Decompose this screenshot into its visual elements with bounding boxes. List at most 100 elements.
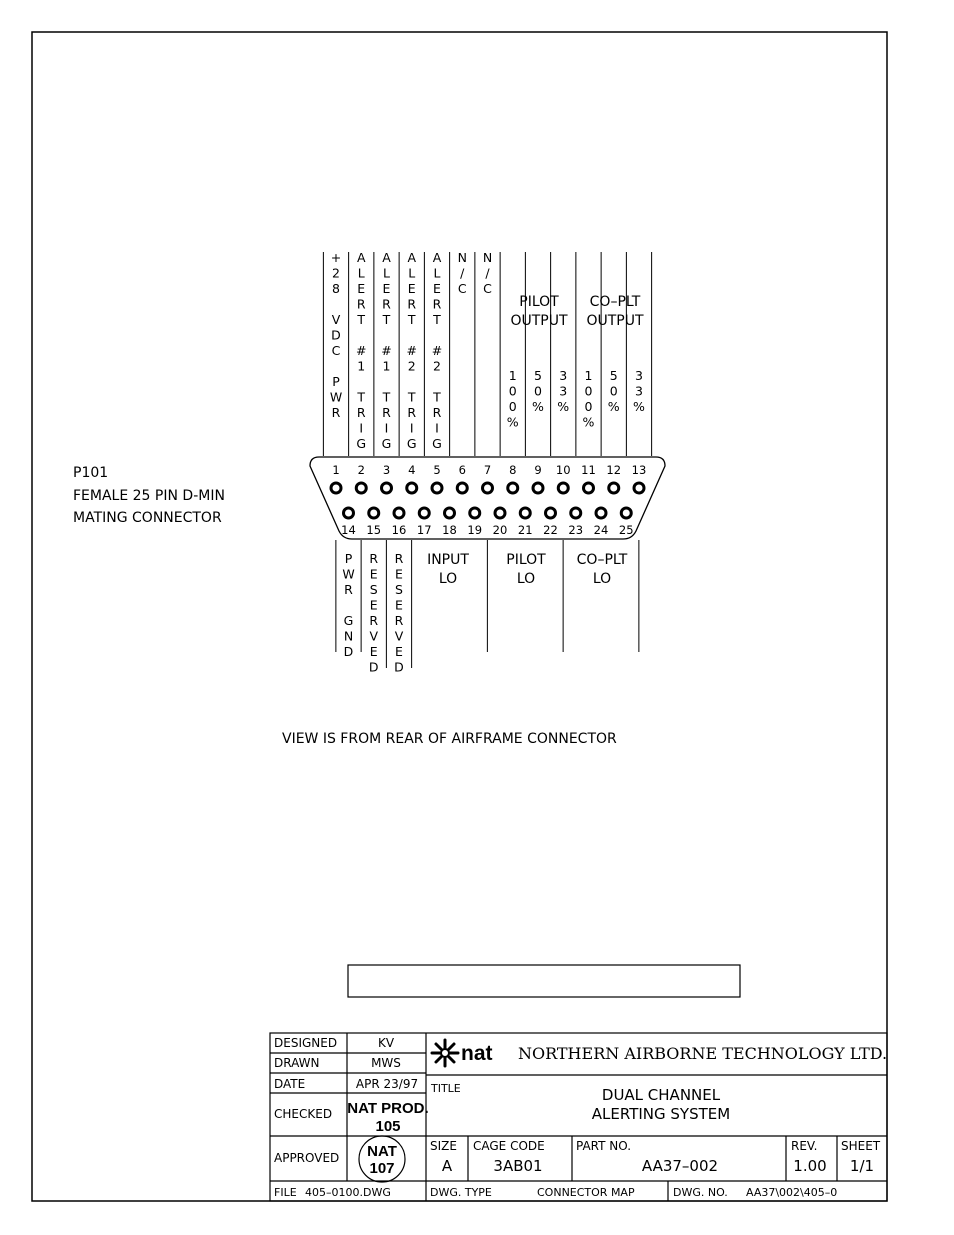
top-wires <box>322 252 653 456</box>
pin-6-signal-char: / <box>460 266 465 281</box>
bottom-pin-18-number: 18 <box>442 523 457 537</box>
bottom-pin-19-socket <box>468 506 482 520</box>
top-pin-3-socket <box>380 481 393 495</box>
pin-15-signal-char: R <box>369 551 378 566</box>
pin-4-signal-char: 2 <box>408 359 416 374</box>
pilot-output-level-char: 0 <box>509 399 517 414</box>
pin-7-signal-char: / <box>485 266 490 281</box>
co-pilot-output-level-char: 3 <box>635 368 643 383</box>
checked-label: CHECKED <box>274 1107 332 1121</box>
size-label: SIZE <box>430 1139 457 1153</box>
title-label: TITLE <box>430 1082 461 1095</box>
pin-1-signal-char: D <box>331 328 341 343</box>
input-lo-heading-2: LO <box>439 571 457 587</box>
pin-15-signal-char: E <box>370 598 378 613</box>
top-pin-13-socket <box>632 481 646 495</box>
approved-stamp-1: NAT <box>367 1143 397 1160</box>
pin-1-signal-char: C <box>332 343 341 358</box>
top-pin-12-number: 12 <box>606 463 621 477</box>
bottom-pin-14-number: 14 <box>341 523 356 537</box>
pin-2-signal-char: T <box>356 390 365 405</box>
checked-value-2: 105 <box>375 1118 400 1135</box>
bottom-pin-23-number: 23 <box>568 523 583 537</box>
pin-4-signal-char: G <box>407 436 417 451</box>
pin-3-signal-char: R <box>382 297 391 312</box>
pilot-output-level-char: 0 <box>534 384 542 399</box>
drawn-value: MWS <box>371 1056 401 1070</box>
top-pin-7-socket <box>481 481 494 495</box>
pin-6-signal-char: N <box>458 250 467 265</box>
pin-1-signal-char: 2 <box>332 266 340 281</box>
bottom-pin-19-number: 19 <box>467 523 482 537</box>
view-note: VIEW IS FROM REAR OF AIRFRAME CONNECTOR <box>282 731 617 747</box>
pin-3-signal-char: L <box>383 266 390 281</box>
bottom-pin-17-number: 17 <box>417 523 432 537</box>
blank-note-box <box>347 964 741 998</box>
pin-15-signal-char: V <box>369 629 378 644</box>
co-pilot-output-level-char: 3 <box>635 384 643 399</box>
pin-2-signal-char: R <box>357 297 366 312</box>
drawing-title-2: ALERTING SYSTEM <box>592 1105 730 1123</box>
pin-5-signal-char: L <box>434 266 441 281</box>
pin-2-signal-char: R <box>357 405 366 420</box>
pin-14-signal-char: W <box>342 567 354 582</box>
pin-16-signal-char: E <box>395 644 403 659</box>
pin-3-signal-char: I <box>385 421 389 436</box>
pin-2-signal-char: T <box>356 312 365 327</box>
pin-4-signal-char: R <box>407 297 416 312</box>
sheet-value: 1/1 <box>850 1157 874 1175</box>
pin-3-signal-char: G <box>382 436 392 451</box>
pin-14-signal-char: D <box>344 644 354 659</box>
pilot-output-level-char: 3 <box>559 368 567 383</box>
pin-4-signal-char: T <box>407 390 416 405</box>
pin-4-signal-char: L <box>408 266 415 281</box>
pilot-output-level-char: 5 <box>534 368 542 383</box>
pin-2-signal-char: A <box>357 250 366 265</box>
pilot-output-level-char: % <box>557 399 569 414</box>
pin-3-signal-char: T <box>382 390 391 405</box>
top-pin-11-socket <box>582 481 595 495</box>
pin-15-signal-char: D <box>369 660 379 675</box>
pin-4-signal-char: A <box>407 250 416 265</box>
copilot-lo-heading-1: CO–PLT <box>577 552 628 568</box>
co-pilot-output-level-char: 1 <box>585 368 593 383</box>
bottom-pin-20-socket <box>493 506 507 520</box>
pin-16-signal-char: E <box>395 598 403 613</box>
top-pin-3-number: 3 <box>383 463 390 477</box>
top-pin-13-number: 13 <box>632 463 647 477</box>
top-pin-6-socket <box>455 481 469 495</box>
pin-4-signal-char: T <box>407 312 416 327</box>
top-pin-9-number: 9 <box>534 463 541 477</box>
pin-7-signal-char: N <box>483 250 492 265</box>
pin-5-signal-char: T <box>432 390 441 405</box>
pin-5-signal-char: R <box>433 405 442 420</box>
pilot-output-level-char: 1 <box>509 368 517 383</box>
co-pilot-output-level-char: % <box>583 415 595 430</box>
revision-value: 1.00 <box>793 1157 826 1175</box>
pin-6-signal-char: C <box>458 281 467 296</box>
pin-16-signal-char: R <box>395 551 404 566</box>
cage-code-label: CAGE CODE <box>473 1139 545 1153</box>
pilot-lo-heading-1: PILOT <box>506 552 546 568</box>
pin-1-signal-char: W <box>330 390 342 405</box>
pin-4-signal-char: E <box>408 281 416 296</box>
co-pilot-output-level-char: 5 <box>610 368 618 383</box>
top-pin-2-number: 2 <box>358 463 365 477</box>
pin-15-signal-char: S <box>370 582 378 597</box>
sheet-label: SHEET <box>841 1139 881 1153</box>
top-pin-5-socket <box>430 481 444 495</box>
pin-3-signal-char: # <box>381 343 391 358</box>
pilot-lo-heading-2: LO <box>517 571 535 587</box>
pin-1-signal-char: P <box>332 374 340 389</box>
pin-4-signal-char: R <box>407 405 416 420</box>
pilot-output-level-char: % <box>507 415 519 430</box>
drawing-type-value: CONNECTOR MAP <box>537 1186 635 1199</box>
top-pin-7-number: 7 <box>484 463 491 477</box>
co-pilot-output-level-char: % <box>608 399 620 414</box>
part-number-value: AA37–002 <box>642 1157 718 1175</box>
connector-description-2: MATING CONNECTOR <box>73 510 222 526</box>
pin-5-signal-char: R <box>433 297 442 312</box>
